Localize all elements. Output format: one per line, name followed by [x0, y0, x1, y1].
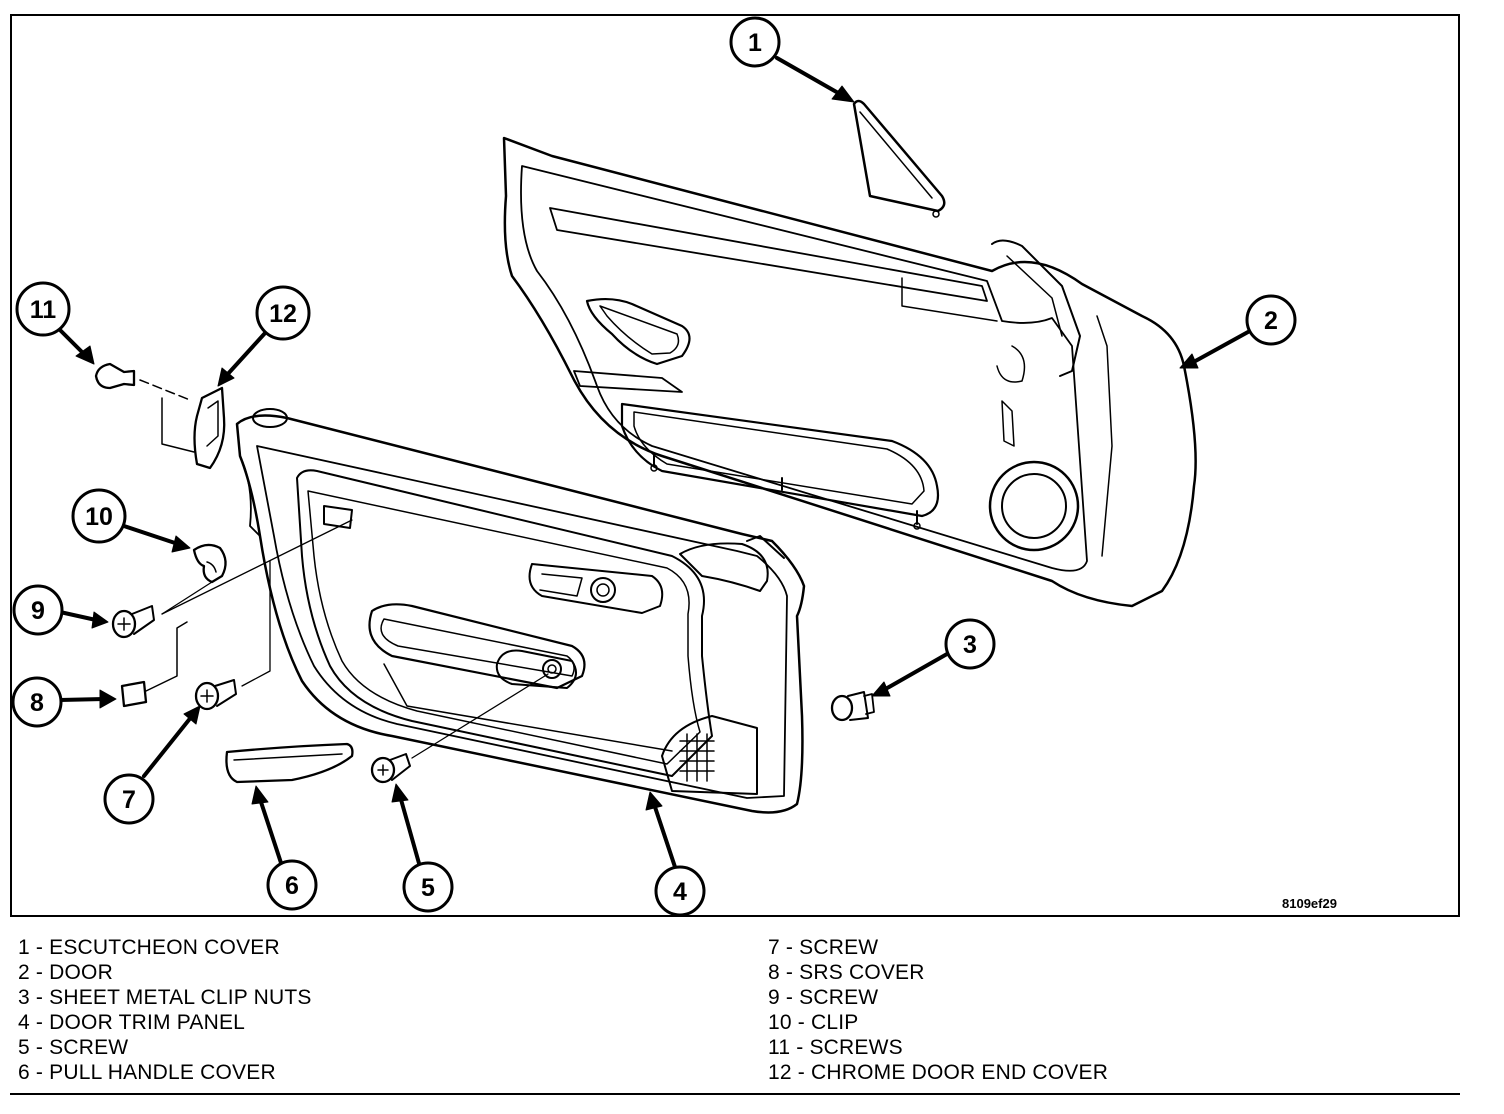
pull-handle-cover: [225, 742, 354, 784]
chrome-door-end-cover: [161, 386, 226, 470]
legend-item: 3 - SHEET METAL CLIP NUTS: [18, 986, 312, 1009]
callout-10: 10: [71, 488, 127, 544]
svg-text:5: 5: [421, 874, 435, 902]
callout-4: 4: [654, 865, 706, 917]
legend-item: 4 - DOOR TRIM PANEL: [18, 1011, 246, 1034]
svg-text:9: 9: [31, 597, 45, 625]
leader-arrows: [58, 56, 1250, 876]
callout-9: 9: [12, 584, 64, 636]
callout-6: 6: [266, 859, 318, 911]
legend-column-left: 1 - ESCUTCHEON COVER 2 - DOOR 3 - SHEET …: [18, 935, 312, 1085]
legend-item: 2 - DOOR: [18, 961, 113, 984]
callout-2: 2: [1245, 294, 1297, 346]
svg-text:3: 3: [963, 631, 977, 659]
exploded-view-diagram: 1 2 3 4 5 6 7 8: [12, 16, 1337, 917]
svg-text:1: 1: [748, 29, 762, 57]
figure-code: 8109ef29: [1282, 896, 1337, 911]
callout-12: 12: [255, 285, 311, 341]
parts-legend: 1 - ESCUTCHEON COVER 2 - DOOR 3 - SHEET …: [18, 935, 1478, 1085]
legend-item: 6 - PULL HANDLE COVER: [18, 1061, 276, 1084]
legend-item: 1 - ESCUTCHEON COVER: [18, 936, 280, 959]
screws-part-11: [94, 362, 191, 401]
callout-11: 11: [15, 281, 71, 337]
callout-1: 1: [729, 16, 781, 68]
screw-part-5: [370, 673, 549, 784]
legend-item: 5 - SCREW: [18, 1036, 129, 1059]
legend-item: 8 - SRS COVER: [768, 961, 925, 984]
svg-text:6: 6: [285, 872, 299, 900]
legend-item: 10 - CLIP: [768, 1011, 859, 1034]
callout-3: 3: [944, 618, 996, 670]
diagram-frame: 1 2 3 4 5 6 7 8: [10, 14, 1460, 917]
escutcheon-cover: [852, 99, 946, 218]
sheet-metal-clip-nuts: [830, 691, 875, 722]
legend-item: 11 - SCREWS: [768, 1036, 903, 1059]
legend-item: 9 - SCREW: [768, 986, 879, 1009]
callout-7: 7: [103, 773, 155, 825]
door-trim-panel: [235, 408, 806, 814]
svg-text:10: 10: [85, 503, 113, 531]
callout-5: 5: [402, 861, 454, 913]
svg-text:7: 7: [122, 786, 136, 814]
legend-item: 7 - SCREW: [768, 936, 879, 959]
bottom-divider: [10, 1093, 1460, 1095]
door-inner-panel: [502, 136, 1197, 608]
svg-text:2: 2: [1264, 307, 1278, 335]
screw-part-9: [111, 519, 353, 639]
svg-text:4: 4: [673, 878, 687, 906]
srs-cover: [120, 621, 188, 708]
screw-part-7: [194, 560, 271, 711]
legend-column-right: 7 - SCREW 8 - SRS COVER 9 - SCREW 10 - C…: [768, 935, 1108, 1085]
callout-8: 8: [12, 676, 63, 728]
legend-item: 12 - CHROME DOOR END COVER: [768, 1061, 1109, 1084]
svg-text:8: 8: [30, 689, 44, 717]
svg-text:11: 11: [30, 296, 57, 324]
svg-text:12: 12: [269, 300, 297, 328]
clip-part-10: [192, 543, 227, 584]
